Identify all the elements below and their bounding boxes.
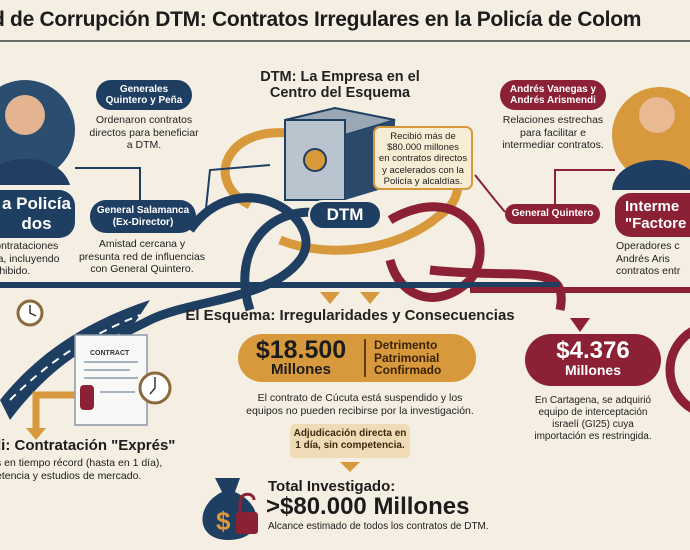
generales-desc: Ordenaron contratos directos para benefi… (89, 114, 199, 152)
dtm-badge: DTM (308, 200, 382, 230)
arrow-down-icon (340, 462, 360, 472)
dtm-callout: Recibió más de $80.000 millones en contr… (373, 126, 473, 190)
detriment-label: Detrimento Patrimonial Confirmado (374, 338, 442, 378)
title-divider (0, 40, 690, 42)
salamanca-desc: Amistad cercana y presunta red de influe… (78, 238, 206, 276)
detriment-amount: $18.500 (255, 336, 347, 364)
detriment-desc: El contrato de Cúcuta está suspendido y … (246, 392, 474, 417)
officer-face (5, 95, 45, 135)
detriment-pill: $18.500 Millones Detrimento Patrimonial … (238, 334, 476, 382)
generales-label: Generales Quintero y Peña (96, 80, 192, 110)
highway-icon (0, 300, 150, 420)
express-desc: s en tiempo récord (hasta en 1 día), ete… (0, 457, 163, 482)
andres-label: Andrés Vanegas y Andrés Arismendi (500, 80, 606, 110)
contract-document-icon (74, 334, 148, 426)
salamanca-label: General Salamanca (Ex-Director) (90, 200, 196, 233)
page-title: d de Corrupción DTM: Contratos Irregular… (0, 8, 642, 31)
cartagena-unit: Millones (564, 362, 621, 378)
factores-desc: Operadores c Andrés Aris contratos entr (616, 240, 681, 278)
contract-word: CONTRACT (90, 350, 130, 357)
express-title: di: Contratación "Exprés" (0, 437, 176, 454)
open-lock-icon (236, 512, 258, 534)
stamp-icon (80, 385, 94, 410)
total-label: Total Investigado: (268, 478, 396, 495)
maroon-loop (385, 202, 566, 311)
adjudication-note: Adjudicación directa en 1 día, sin compe… (290, 424, 410, 458)
cartagena-desc: En Cartagena, se adquirió equipo de inte… (534, 395, 652, 442)
cartagena-amount: $4.376 (556, 337, 630, 364)
arrow-down-icon (320, 292, 340, 304)
arrow-down-icon (360, 292, 380, 304)
prohibited-sign-icon (665, 327, 690, 413)
police-group-desc: contrataciones cia, incluyendo rohibido. (0, 240, 60, 278)
dtm-section-title: DTM: La Empresa en el Centro del Esquema (260, 69, 420, 101)
detriment-unit: Millones (270, 360, 331, 378)
andres-desc: Relaciones estrechas para facilitar e in… (502, 114, 604, 152)
police-group-label: a Policía dos (0, 190, 75, 238)
total-value: >$80.000 Millones (266, 493, 470, 520)
svg-text:$: $ (216, 506, 231, 536)
businessman-face (639, 97, 675, 133)
total-desc: Alcance estimado de todos los contratos … (268, 521, 489, 532)
scheme-title: El Esquema: Irregularidades y Consecuenc… (185, 307, 515, 324)
navy-loop (117, 193, 311, 340)
quintero-label: General Quintero (505, 204, 600, 224)
cartagena-pill: $4.376 Millones (525, 334, 661, 386)
split-arrow-icon (32, 391, 80, 430)
factores-label: Interme "Factore (615, 193, 690, 237)
arrow-down-icon (570, 318, 590, 332)
